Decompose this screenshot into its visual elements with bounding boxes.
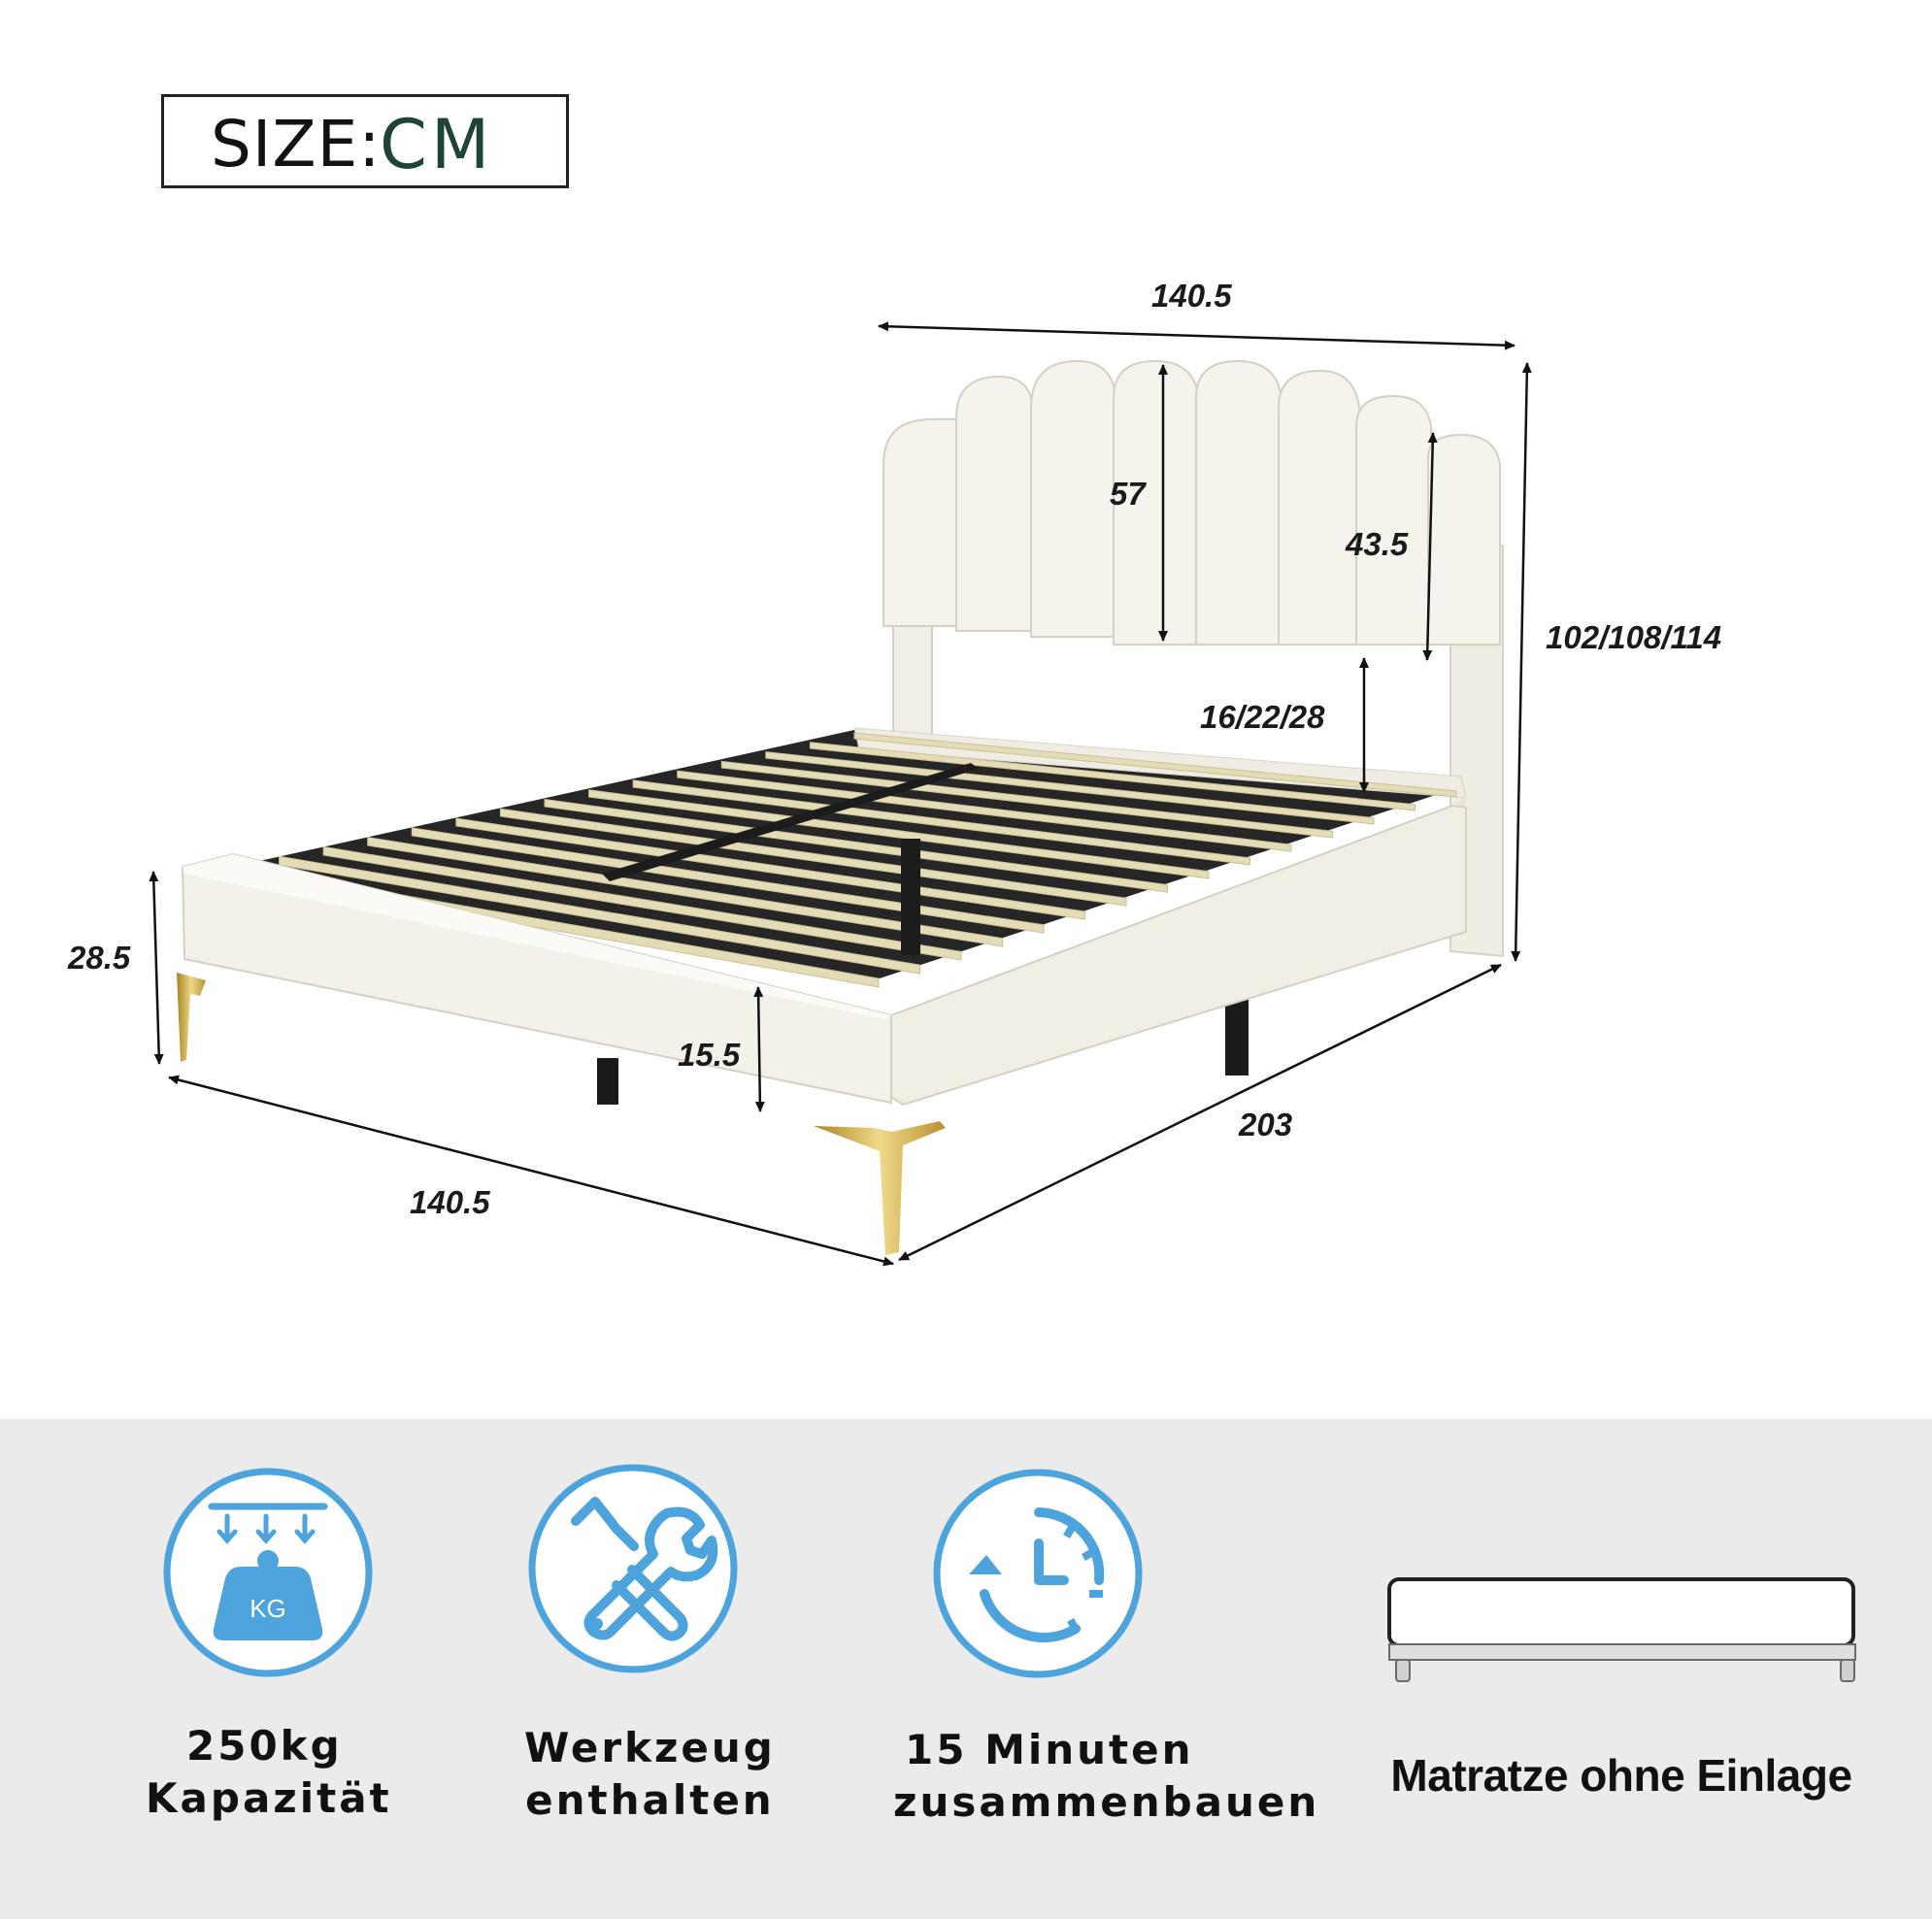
dim-frame-height: 28.5 (68, 940, 131, 976)
bed-slat (720, 760, 1333, 839)
weight-capacity-icon: KG (163, 1468, 373, 1677)
bed-slat (632, 779, 1250, 866)
gold-leg-left (177, 973, 206, 1062)
feature-tools-line1: Werkzeug (524, 1724, 776, 1771)
dim-headboard-side-height: 43.5 (1346, 526, 1409, 562)
feature-tools-line2: enthalten (525, 1776, 775, 1824)
dim-headboard-gap: 16/22/28 (1200, 699, 1325, 735)
size-header-box: SIZE: CM (161, 94, 569, 188)
dimension-lines (149, 321, 1532, 1267)
bed-rail-front-top (183, 854, 891, 1019)
gold-leg-front (814, 1121, 946, 1255)
center-support-leg (901, 839, 920, 955)
bed-slat (765, 751, 1375, 825)
mattress-icon (1387, 1577, 1856, 1682)
bed-slat (411, 827, 1045, 934)
tools-icon (528, 1464, 738, 1673)
headboard (883, 359, 1501, 645)
bed-slat (853, 732, 1457, 798)
bed-slat (455, 817, 1085, 920)
dim-total-height: 102/108/114 (1546, 619, 1722, 655)
feature-assembly: 15 Minuten zusammenbauen (893, 1724, 1319, 1829)
weight-icon-text: KG (250, 1594, 286, 1623)
bed-slats (234, 732, 1457, 988)
clock-icon (933, 1469, 1143, 1678)
feature-capacity-line2: Kapazität (146, 1774, 392, 1822)
size-label: SIZE: (211, 107, 382, 182)
bed-slat (809, 742, 1416, 811)
dim-front-width: 140.5 (410, 1184, 490, 1220)
feature-mattress: Matratze ohne Einlage (1390, 1750, 1852, 1801)
dim-length: 203 (1239, 1107, 1293, 1142)
feature-tools: Werkzeug enthalten (524, 1722, 776, 1827)
feature-capacity-line1: 250kg (186, 1722, 343, 1770)
bed-slat (367, 837, 1003, 947)
dim-top-width: 140.5 (1151, 278, 1232, 314)
bed-leg-back-left (597, 1058, 618, 1105)
bed-slat (544, 798, 1168, 893)
size-unit: CM (380, 105, 494, 184)
dim-headboard-center-height: 57 (1110, 476, 1146, 512)
bed-base-interior (233, 730, 1456, 980)
feature-capacity: 250kg Kapazität (146, 1720, 392, 1825)
dim-leg-clearance: 15.5 (678, 1037, 741, 1073)
bed-slat (588, 789, 1210, 879)
bed-slat (322, 845, 962, 961)
bed-dimension-diagram (149, 321, 1532, 1267)
feature-assembly-line1: 15 Minuten (905, 1726, 1194, 1773)
feature-assembly-line2: zusammenbauen (893, 1778, 1320, 1826)
center-beam (602, 763, 979, 881)
bed-slat (677, 770, 1292, 852)
